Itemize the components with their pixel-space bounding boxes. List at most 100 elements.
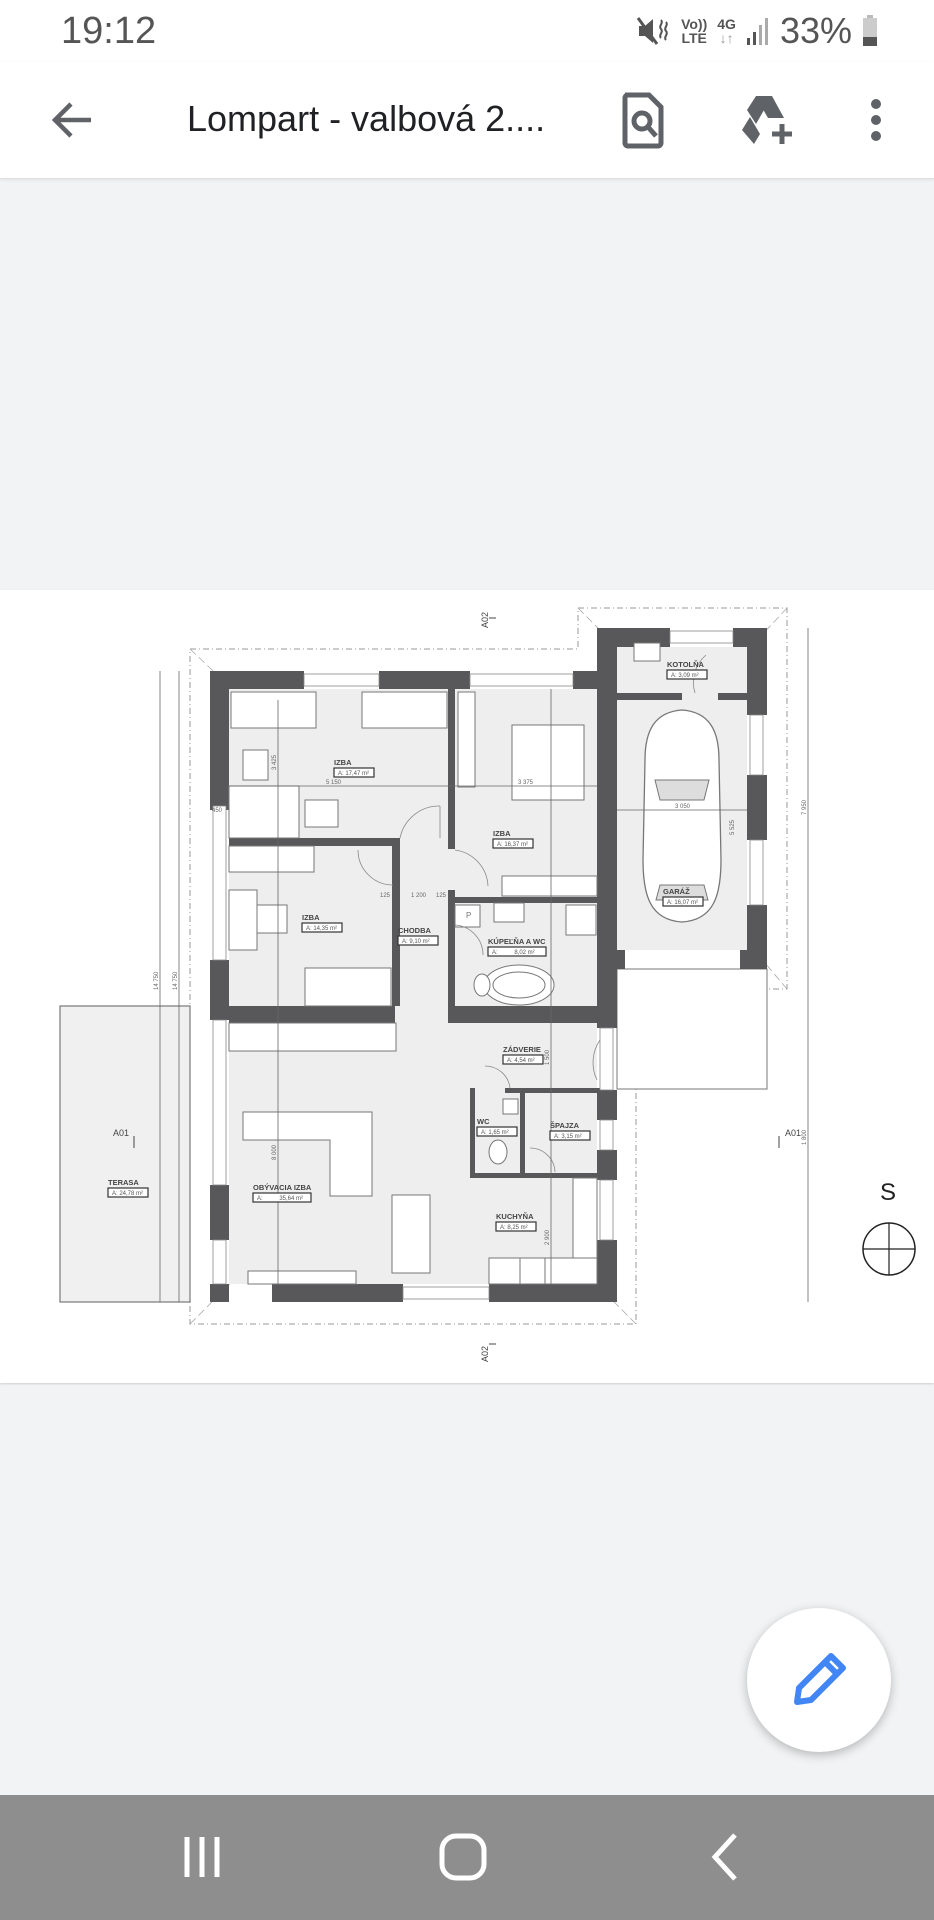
- app-bar: Lompart - valbová 2....: [0, 62, 934, 179]
- status-icons: Vo)) LTE 4G ↓↑ 33%: [635, 10, 878, 52]
- room-area-box: [487, 946, 547, 957]
- room-area: A: 1,65 m²: [481, 1130, 509, 1136]
- windows: [212, 630, 764, 1300]
- system-back-button[interactable]: [690, 1825, 760, 1889]
- dim-right-lower: 1 800: [802, 1129, 808, 1145]
- room-area-box: [662, 896, 704, 907]
- home-button[interactable]: [428, 1825, 498, 1889]
- room-area-box: [252, 1192, 312, 1203]
- dimension-lines: [159, 628, 809, 1302]
- room-name: OBÝVACIA IZBA: [253, 1183, 312, 1192]
- home-icon: [439, 1833, 487, 1881]
- document-page[interactable]: 14 750 14 750 7 950 1 800 5 150 3 375 3 …: [0, 590, 934, 1383]
- room-label: KOTOLŇA A: 3,09 m²: [666, 660, 708, 680]
- room-area-box: [502, 1054, 544, 1065]
- room-name: IZBA: [302, 913, 320, 922]
- room-area-box: [666, 669, 708, 680]
- room-label: ŠPAJZA A: 3,15 m²: [549, 1121, 591, 1141]
- room-area: A: 16,37 m²: [497, 842, 528, 848]
- room-area-box: [333, 767, 375, 778]
- room-area: A: 14,35 m²: [306, 926, 337, 932]
- room-area-box: [476, 1126, 518, 1137]
- add-to-drive-button[interactable]: [738, 90, 798, 150]
- room-area: A: 9,10 m²: [402, 939, 430, 945]
- more-options-button[interactable]: [846, 90, 906, 150]
- room-name: TERASA: [108, 1178, 139, 1187]
- dim-garage-depth: 5 525: [730, 819, 736, 835]
- north-compass: S: [862, 1179, 916, 1276]
- drive-add-icon: [742, 96, 792, 144]
- dim-room1-width: 5 150: [326, 780, 342, 786]
- edit-fab-button[interactable]: [747, 1608, 891, 1752]
- dim-living-depth: 8 000: [272, 1144, 278, 1160]
- volte-icon: Vo)) LTE: [681, 17, 707, 45]
- status-bar: 19:12 Vo)) LTE 4G ↓↑ 33%: [0, 0, 934, 62]
- room-area: A: 3,09 m²: [671, 673, 699, 679]
- room-area-box: [495, 1221, 537, 1232]
- data-arrows-icon: ↓↑: [719, 30, 734, 46]
- room-label: WC A: 1,65 m²: [476, 1117, 518, 1137]
- section-markers: A01 A01 A02 A02: [113, 612, 801, 1362]
- room-area-box: [301, 922, 343, 933]
- room-label: TERASA A: 24,78 m²: [107, 1178, 149, 1198]
- system-nav-bar: [0, 1795, 934, 1920]
- furniture: [228, 642, 722, 1285]
- room-name: ŠPAJZA: [550, 1121, 580, 1130]
- dim-garage-width: 3 050: [675, 804, 691, 810]
- dim-total-height-2: 14 750: [173, 971, 179, 990]
- room-area: A: 17,47 m²: [338, 771, 369, 777]
- room-area: A: 24,78 m²: [112, 1191, 143, 1197]
- recent-apps-button[interactable]: [167, 1825, 237, 1889]
- room-area-box: [549, 1130, 591, 1141]
- room-name: KOTOLŇA: [667, 660, 705, 669]
- dim-hall-width: 1 200: [411, 893, 427, 899]
- signal-icon: [746, 18, 768, 45]
- dim-wall: 125: [380, 893, 391, 899]
- edit-pencil-icon: [794, 1653, 846, 1705]
- room-name: KÚPEĽŇA A WC: [488, 937, 546, 946]
- room-area-box: [492, 838, 534, 849]
- dim-room1-depth: 3 425: [272, 754, 278, 770]
- network-type-icon: 4G ↓↑: [717, 17, 736, 45]
- room-name: GARÁŽ: [663, 887, 690, 896]
- document-title: Lompart - valbová 2....: [187, 98, 546, 139]
- door-swings: [357, 654, 707, 1173]
- back-button[interactable]: [45, 92, 101, 148]
- section-a02-bottom: A02: [480, 1346, 490, 1362]
- dim-zadverie: 1 500: [545, 1049, 551, 1065]
- room-area-box: [397, 935, 439, 946]
- room-area: A: 3,15 m²: [554, 1134, 582, 1140]
- room-area: A: 8,02 m²: [492, 950, 535, 956]
- battery-percent: 33%: [779, 10, 852, 51]
- dim-outer-wall: 450: [212, 808, 223, 814]
- dim-room2-width: 3 375: [518, 780, 534, 786]
- room-name: WC: [477, 1117, 490, 1126]
- dim-garage-height: 7 950: [802, 799, 808, 815]
- network-text: 4G: [717, 16, 736, 32]
- more-vert-icon: [871, 99, 881, 141]
- dim-total-height: 14 750: [154, 971, 160, 990]
- room-area: A: 8,25 m²: [500, 1225, 528, 1231]
- terrace: [59, 1005, 191, 1303]
- status-time: 19:12: [61, 10, 157, 52]
- room-area-box: [107, 1187, 149, 1198]
- find-in-document-button[interactable]: [613, 90, 673, 150]
- back-icon: [711, 1833, 737, 1881]
- section-a02-top: A02: [480, 612, 490, 628]
- room-name: IZBA: [493, 829, 511, 838]
- walls: [210, 628, 767, 1302]
- section-a01-right: A01: [785, 1128, 801, 1138]
- pantry-label: P: [466, 911, 471, 920]
- dim-wall-2: 125: [436, 893, 447, 899]
- room-label: IZBA A: 16,37 m²: [492, 829, 534, 849]
- room-name: KUCHYŇA: [496, 1212, 534, 1221]
- battery-icon: [863, 15, 877, 46]
- volte-text: Vo)): [681, 16, 708, 32]
- room-label: KÚPEĽŇA A WC A: 8,02 m²: [487, 937, 547, 957]
- room-area: A: 4,54 m²: [507, 1058, 535, 1064]
